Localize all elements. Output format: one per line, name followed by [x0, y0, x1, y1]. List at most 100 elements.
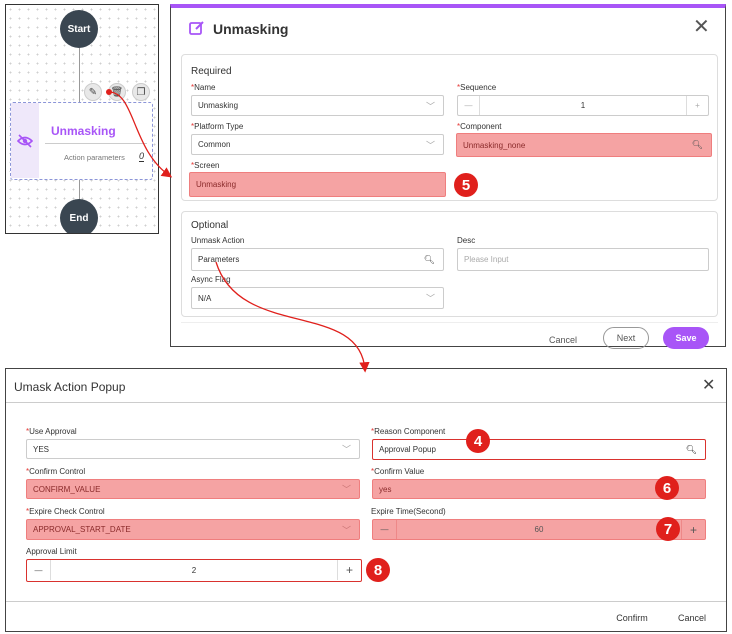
node-params-label: Action parameters [64, 153, 125, 162]
screen-label: *Screen [191, 161, 220, 170]
platform-type-select[interactable]: Common ﹀ [191, 134, 444, 155]
confirm-value-input[interactable]: yes [372, 479, 706, 499]
dialog-title: Unmasking [213, 21, 289, 37]
node-divider [45, 143, 147, 144]
required-section: Required *Name Unmasking ﹀ *Sequence — 1… [181, 54, 718, 201]
annotation-badge-7: 7 [656, 517, 680, 541]
component-input[interactable]: Unmasking_none 🔍︎ [456, 133, 712, 157]
required-heading: Required [191, 66, 232, 77]
end-label: End [69, 212, 89, 224]
node-params-value: 0 [139, 151, 145, 162]
end-node[interactable]: End [60, 199, 98, 233]
annotation-badge-4: 4 [466, 429, 490, 453]
chevron-down-icon: ﹀ [425, 293, 435, 304]
component-value: Unmasking_none [463, 140, 526, 150]
desc-input[interactable]: Please Input [457, 248, 709, 271]
platform-type-value: Common [198, 140, 231, 149]
async-flag-label: Async Flag [191, 275, 231, 284]
close-icon[interactable]: ✕ [693, 16, 710, 38]
unmask-action-value: Parameters [198, 255, 240, 264]
annotation-badge-6: 6 [655, 476, 679, 500]
edit-icon [189, 21, 204, 35]
expire-time-stepper[interactable]: — 60 + [372, 519, 706, 540]
save-button[interactable]: Save [663, 327, 709, 349]
node-title: Unmasking [51, 124, 116, 138]
name-label: *Name [191, 83, 216, 92]
search-icon[interactable]: 🔍︎ [691, 139, 703, 150]
sequence-value: 1 [580, 101, 586, 110]
flow-canvas[interactable]: Start ✎ 🗑 ❐ Unmasking Action parameters … [5, 4, 159, 234]
use-approval-value: YES [33, 444, 50, 454]
connector-line [79, 48, 80, 102]
approval-limit-value: 2 [191, 565, 197, 575]
unmask-action-input[interactable]: Parameters 🔍︎ [191, 248, 444, 271]
screen-input[interactable]: Unmasking [189, 172, 446, 197]
sequence-label: *Sequence [457, 83, 497, 92]
search-icon[interactable]: 🔍︎ [423, 254, 435, 264]
desc-placeholder: Please Input [464, 255, 509, 264]
minus-icon[interactable]: — [373, 520, 397, 539]
next-button[interactable]: Next [603, 327, 649, 349]
chevron-down-icon: ﹀ [341, 525, 351, 535]
platform-type-label: *Platform Type [191, 122, 244, 131]
annotation-badge-5: 5 [454, 173, 478, 197]
confirm-control-value: CONFIRM_VALUE [33, 484, 101, 494]
confirm-control-label: *Confirm Control [26, 467, 86, 476]
cancel-button[interactable]: Cancel [677, 613, 706, 623]
eye-off-icon [17, 133, 33, 148]
footer-divider [181, 322, 718, 323]
confirm-button[interactable]: Confirm [616, 613, 648, 623]
unmask-action-label: Unmask Action [191, 236, 245, 245]
unmasking-node[interactable]: Unmasking Action parameters 0 [10, 102, 153, 180]
reason-component-label: *Reason Component [371, 427, 446, 436]
use-approval-select[interactable]: YES ﹀ [26, 439, 360, 459]
unmasking-dialog: Unmasking ✕ Required *Name Unmasking ﹀ *… [170, 4, 726, 349]
expire-check-value: APPROVAL_START_DATE [33, 525, 131, 534]
popup-title: Umask Action Popup [14, 380, 126, 394]
minus-icon[interactable]: — [458, 96, 480, 115]
sequence-stepper[interactable]: — 1 + [457, 95, 709, 116]
confirm-control-select[interactable]: CONFIRM_VALUE ﹀ [26, 479, 360, 499]
screen-value: Unmasking [196, 180, 237, 189]
chevron-down-icon: ﹀ [425, 101, 435, 111]
optional-section: Optional Unmask Action Parameters 🔍︎ Des… [181, 211, 718, 317]
expire-check-select[interactable]: APPROVAL_START_DATE ﹀ [26, 519, 360, 540]
chevron-down-icon: ﹀ [341, 444, 351, 455]
search-icon[interactable]: 🔍︎ [685, 444, 697, 454]
copy-icon[interactable]: ❐ [132, 83, 150, 101]
delete-icon[interactable]: 🗑 [108, 83, 126, 101]
plus-icon[interactable]: + [686, 96, 708, 115]
umask-action-popup: Umask Action Popup ✕ *Use Approval YES ﹀… [5, 368, 727, 632]
annotation-badge-8: 8 [366, 558, 390, 582]
use-approval-label: *Use Approval [26, 427, 77, 436]
component-label: *Component [457, 122, 502, 131]
expire-check-label: *Expire Check Control [26, 507, 105, 516]
start-node[interactable]: Start [60, 10, 98, 48]
connector-line [79, 180, 80, 200]
name-input[interactable]: Unmasking ﹀ [191, 95, 444, 116]
plus-icon[interactable]: + [337, 560, 361, 580]
expire-time-label: Expire Time(Second) [371, 507, 446, 516]
footer-divider [6, 601, 726, 602]
edit-icon[interactable]: ✎ [84, 83, 102, 101]
optional-heading: Optional [191, 220, 229, 231]
header-divider [6, 402, 726, 403]
approval-limit-stepper[interactable]: — 2 + [26, 559, 362, 582]
async-flag-value: N/A [198, 293, 212, 303]
reason-component-input[interactable]: Approval Popup 🔍︎ [372, 439, 706, 460]
cancel-button[interactable]: Cancel [548, 335, 577, 345]
start-label: Start [67, 23, 91, 35]
chevron-down-icon: ﹀ [425, 140, 435, 150]
async-flag-select[interactable]: N/A ﹀ [191, 287, 444, 309]
chevron-down-icon: ﹀ [341, 484, 351, 495]
minus-icon[interactable]: — [27, 560, 51, 580]
expire-time-value: 60 [534, 525, 544, 534]
node-icon-area [11, 103, 39, 178]
plus-icon[interactable]: + [681, 520, 705, 539]
confirm-value-value: yes [379, 484, 392, 494]
close-icon[interactable]: ✕ [702, 377, 716, 394]
reason-component-value: Approval Popup [379, 445, 436, 454]
approval-limit-label: Approval Limit [26, 547, 77, 556]
confirm-value-label: *Confirm Value [371, 467, 425, 476]
desc-label: Desc [457, 236, 476, 245]
